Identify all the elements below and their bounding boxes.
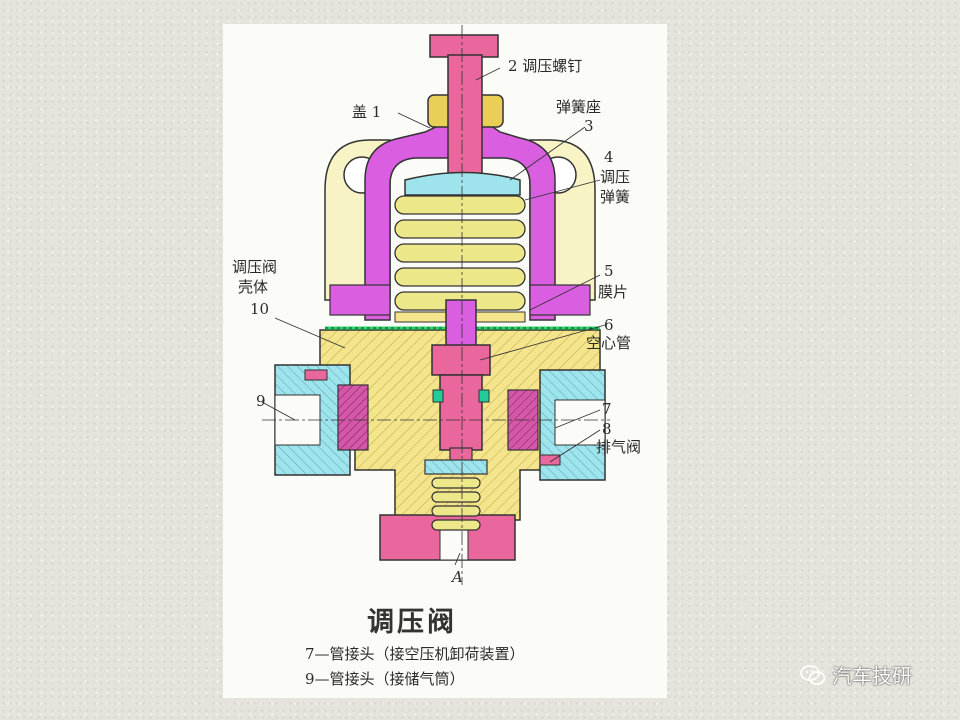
label-spring-seat-num: 3	[584, 117, 594, 135]
label-spring-2: 弹簧	[600, 188, 631, 206]
label-tube: 空心管	[586, 334, 632, 352]
label-port-a: A	[452, 568, 463, 586]
caption-line-1: 7—管接头（接空压机卸荷装置）	[305, 645, 525, 663]
label-diaphragm-num: 5	[604, 262, 614, 280]
label-housing-num: 10	[250, 300, 270, 318]
watermark-text: 汽车技研	[832, 664, 912, 688]
hollow-tube-6	[431, 299, 491, 469]
label-tube-num: 6	[604, 316, 614, 334]
label-exhaust-num: 8	[602, 420, 612, 438]
label-diaphragm: 膜片	[598, 283, 629, 301]
wechat-icon	[800, 664, 826, 685]
fitting-7	[507, 369, 606, 481]
label-adjusting-screw: 2 调压螺钉	[508, 57, 583, 75]
watermark: 汽车技研	[800, 660, 912, 689]
leader-lines	[261, 67, 606, 566]
exhaust-valve-8	[424, 459, 488, 531]
label-spring-1: 调压	[600, 168, 631, 186]
label-spring-num: 4	[604, 148, 614, 166]
label-spring-seat: 弹簧座	[556, 98, 602, 116]
caption-line-2: 9—管接头（接储气筒）	[305, 670, 465, 688]
label-fitting-7: 7	[602, 400, 612, 418]
label-housing-2: 壳体	[238, 278, 269, 296]
label-fitting-9: 9	[256, 392, 266, 410]
label-housing-1: 调压阀	[232, 258, 278, 276]
label-cover: 盖 1	[352, 103, 382, 121]
spring-seat-3	[404, 171, 521, 196]
diagram-title: 调压阀	[367, 607, 457, 638]
regulating-spring-4	[394, 195, 526, 311]
cover-1	[329, 124, 591, 321]
label-exhaust: 排气阀	[596, 438, 642, 456]
